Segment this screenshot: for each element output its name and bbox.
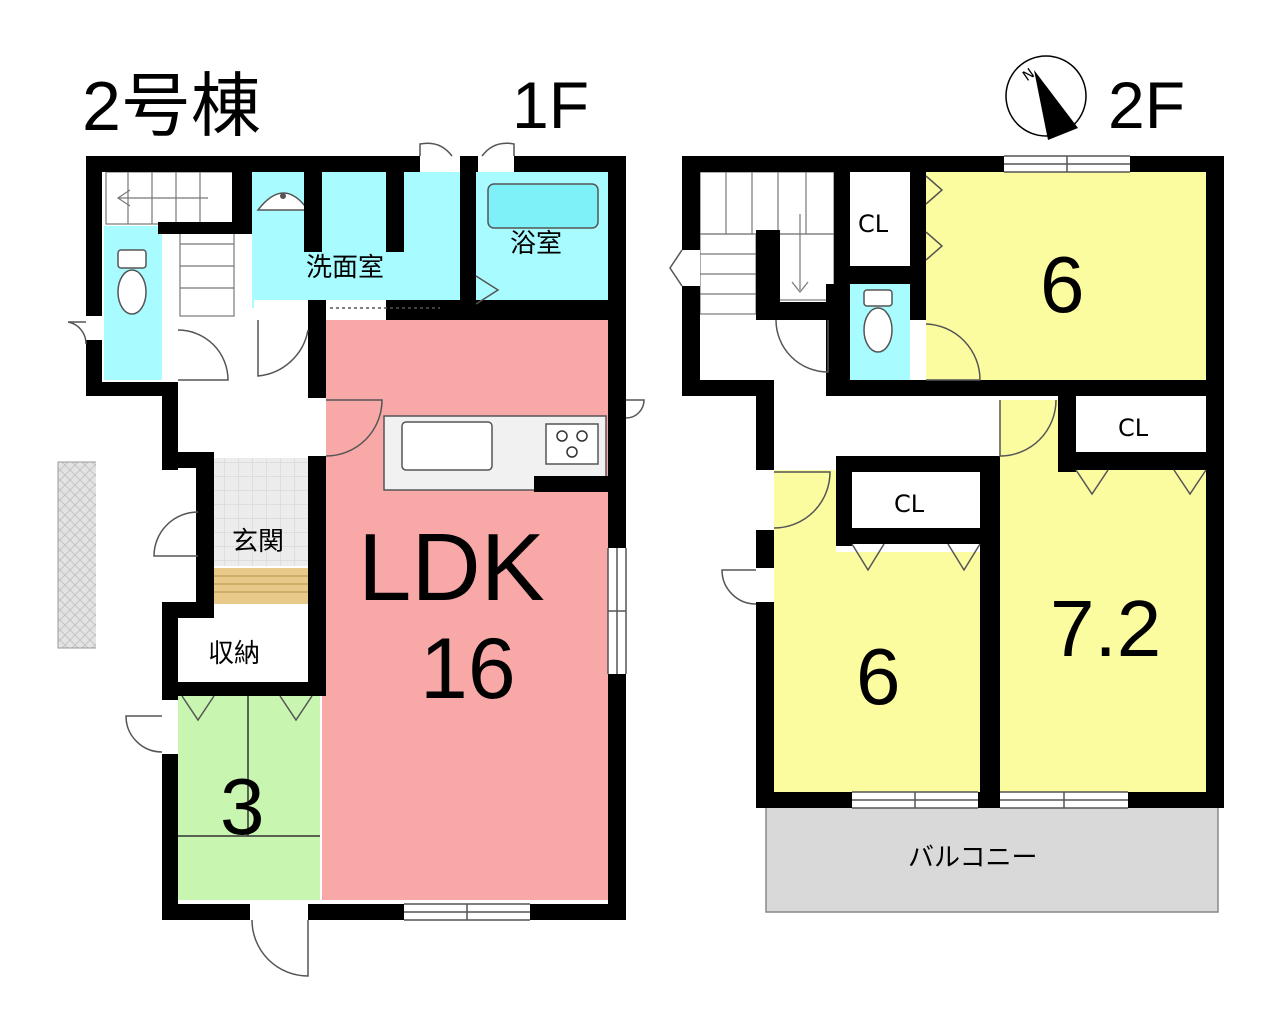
walls-2f xyxy=(682,156,1224,808)
bedroom-se xyxy=(1000,470,1214,792)
toilet-fixture-2f xyxy=(863,289,893,353)
closet-ne xyxy=(850,172,910,266)
label-washroom: 洗面室 xyxy=(306,253,384,283)
label-bedroom-sw-size: 6 xyxy=(856,632,901,721)
label-bedroom-se-size: 7.2 xyxy=(1050,584,1161,673)
label-closet-2: CL xyxy=(894,490,925,518)
compass-icon: N xyxy=(1005,55,1087,140)
japanese-room xyxy=(178,696,320,900)
bedroom-ne xyxy=(926,172,1214,380)
closet-sw xyxy=(852,472,980,528)
label-ldk-size: 16 xyxy=(420,621,516,717)
label-ldk: LDK xyxy=(358,514,545,621)
building-title: 2号棟 xyxy=(82,67,261,145)
toilet-fixture-1f xyxy=(117,249,147,315)
entrance-step xyxy=(214,568,310,604)
label-closet-3: CL xyxy=(1118,414,1149,442)
label-japanese-room-size: 3 xyxy=(220,762,265,851)
bedroom-sw-upper xyxy=(774,470,836,554)
entrance xyxy=(214,458,310,566)
label-bathroom: 浴室 xyxy=(510,229,562,259)
closet-se xyxy=(1076,396,1206,452)
label-entrance: 玄関 xyxy=(232,527,284,557)
label-closet-1: CL xyxy=(858,210,889,238)
label-balcony: バルコニー xyxy=(908,843,1037,873)
floor-label-2f: 2F xyxy=(1108,68,1185,142)
label-storage: 収納 xyxy=(208,639,260,669)
floor-label-1f: 1F xyxy=(512,68,589,142)
bedroom-sw xyxy=(774,552,980,792)
label-bedroom-ne-size: 6 xyxy=(1040,240,1085,329)
